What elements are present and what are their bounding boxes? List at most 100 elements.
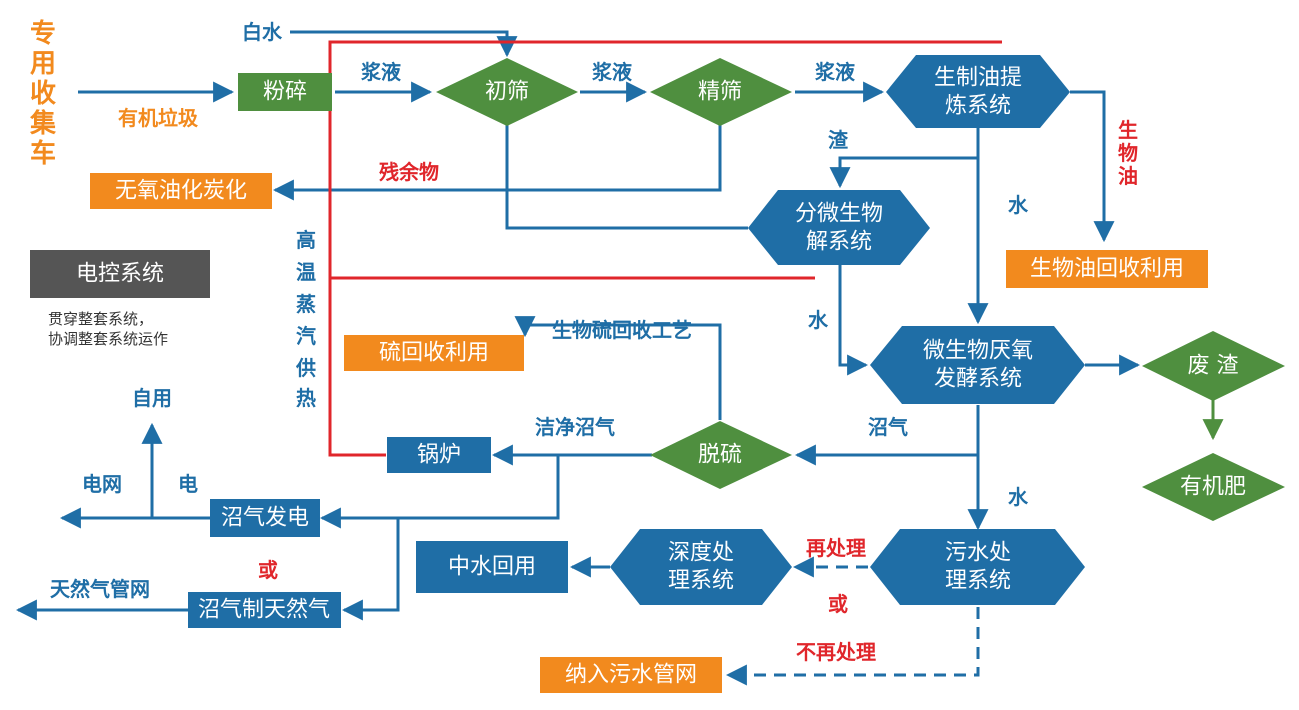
dashed-flow-lines <box>725 556 980 686</box>
svg-text:收: 收 <box>30 79 56 109</box>
svg-text:发酵系统: 发酵系统 <box>934 367 1022 392</box>
svg-text:微生物厌氧: 微生物厌氧 <box>923 339 1033 364</box>
boiler-node: 锅炉 <box>387 437 491 473</box>
label-slurry-2: 浆液 <box>591 60 633 84</box>
carbonization-node: 无氧油化炭化 <box>90 173 272 209</box>
svg-text:污水处: 污水处 <box>945 541 1011 566</box>
label-self-use: 自用 <box>132 386 172 410</box>
decomposition-node: 分微生物 解系统 <box>748 190 930 265</box>
svg-text:理系统: 理系统 <box>945 569 1011 594</box>
flow-oil-to-biooil <box>1070 90 1115 243</box>
label-residue-material: 残余物 <box>379 160 439 184</box>
flow-residue-to-carbonization <box>272 125 722 201</box>
svg-text:硫回收利用: 硫回收利用 <box>379 341 489 366</box>
label-no-retreatment: 不再处理 <box>796 640 876 664</box>
oil-extraction-node: 生制油提 炼系统 <box>886 55 1070 128</box>
svg-text:炼系统: 炼系统 <box>945 94 1011 119</box>
label-clean-biogas: 洁净沼气 <box>535 415 615 439</box>
flow-biogas-to-power <box>319 455 560 529</box>
label-residue: 渣 <box>828 128 849 152</box>
svg-text:用: 用 <box>30 49 56 79</box>
svg-text:沼气发电: 沼气发电 <box>221 506 309 531</box>
desulfurization-node: 脱硫 <box>650 421 792 489</box>
label-water-3: 水 <box>1008 485 1029 509</box>
svg-text:高: 高 <box>296 228 316 252</box>
flow-sewage-to-network <box>725 607 980 686</box>
flow-decomposition-to-fermentation <box>838 265 869 376</box>
svg-text:物: 物 <box>1118 141 1138 165</box>
label-natural-gas-network: 天然气管网 <box>50 577 150 601</box>
svg-text:温: 温 <box>296 260 316 284</box>
label-organic-waste: 有机垃圾 <box>118 106 199 130</box>
svg-text:精筛: 精筛 <box>698 80 742 105</box>
waste-residue-node: 废 渣 <box>1142 331 1285 401</box>
sulfur-recycling-node: 硫回收利用 <box>344 335 524 371</box>
control-note-line1: 贯穿整套系统， <box>48 310 153 328</box>
svg-text:初筛: 初筛 <box>485 80 529 105</box>
svg-text:车: 车 <box>30 138 56 169</box>
flow-desulfurization-to-sulfur <box>514 316 722 420</box>
label-bio-sulfur-process: 生物硫回收工艺 <box>552 318 692 342</box>
label-high-temp-steam: 高 温 蒸 汽 供 热 <box>295 228 316 410</box>
flow-primary-to-decomposition <box>505 125 748 230</box>
sewer-network-node: 纳入污水管网 <box>540 657 722 693</box>
svg-text:分微生物: 分微生物 <box>795 202 883 227</box>
flow-biogas-to-natural-gas <box>341 518 400 621</box>
label-biogas: 沼气 <box>868 415 908 439</box>
flow-lines <box>15 30 1141 621</box>
svg-text:无氧油化炭化: 无氧油化炭化 <box>115 179 247 204</box>
label-electricity: 电 <box>178 472 198 496</box>
svg-text:汽: 汽 <box>296 324 316 348</box>
svg-text:深度处: 深度处 <box>668 541 734 566</box>
svg-text:电控系统: 电控系统 <box>76 262 164 287</box>
crushing-node: 粉碎 <box>238 73 332 111</box>
reclaimed-water-node: 中水回用 <box>416 541 568 593</box>
svg-text:油: 油 <box>1118 164 1138 188</box>
label-white-water: 白水 <box>242 20 283 44</box>
flow-white-water <box>290 30 518 58</box>
svg-text:脱硫: 脱硫 <box>698 443 742 468</box>
steam-lines <box>328 40 1002 457</box>
svg-text:生物油回收利用: 生物油回收利用 <box>1030 257 1184 282</box>
fine-screen-node: 精筛 <box>650 58 792 126</box>
label-or-2: 或 <box>828 592 848 616</box>
svg-text:废 渣: 废 渣 <box>1188 354 1239 379</box>
steam-line-main <box>328 40 1002 457</box>
svg-text:供: 供 <box>295 356 316 380</box>
collection-truck-label: 专 用 收 集 车 <box>29 19 57 169</box>
natural-gas-node: 沼气制天然气 <box>188 592 341 628</box>
svg-text:专: 专 <box>30 19 56 49</box>
organic-fertilizer-node: 有机肥 <box>1142 453 1285 521</box>
svg-text:集: 集 <box>29 108 57 139</box>
svg-text:中水回用: 中水回用 <box>448 555 536 580</box>
svg-text:蒸: 蒸 <box>296 292 316 316</box>
label-slurry-3: 浆液 <box>814 60 856 84</box>
sewage-treatment-node: 污水处 理系统 <box>870 529 1085 605</box>
label-retreatment: 再处理 <box>806 536 866 560</box>
svg-text:锅炉: 锅炉 <box>417 443 461 468</box>
biooil-recycling-node: 生物油回收利用 <box>1006 250 1208 288</box>
svg-text:解系统: 解系统 <box>806 230 872 255</box>
svg-text:粉碎: 粉碎 <box>263 80 307 105</box>
label-or-1: 或 <box>258 558 278 582</box>
control-system-node: 电控系统 <box>30 250 210 298</box>
primary-screen-node: 初筛 <box>436 58 578 126</box>
fermentation-node: 微生物厌氧 发酵系统 <box>870 326 1085 404</box>
label-slurry-1: 浆液 <box>360 60 402 84</box>
flow-oil-residue-to-decomposition <box>829 127 980 189</box>
svg-text:理系统: 理系统 <box>668 569 734 594</box>
svg-text:纳入污水管网: 纳入污水管网 <box>565 663 697 688</box>
svg-text:沼气制天然气: 沼气制天然气 <box>198 598 330 623</box>
svg-text:热: 热 <box>296 386 316 410</box>
label-power-grid: 电网 <box>82 472 122 496</box>
biogas-power-node: 沼气发电 <box>210 499 320 537</box>
control-note-line2: 协调整套系统运作 <box>48 330 168 348</box>
svg-text:生制油提: 生制油提 <box>934 66 1022 91</box>
svg-text:有机肥: 有机肥 <box>1180 475 1246 500</box>
label-water-2: 水 <box>808 308 829 332</box>
label-biooil: 生 物 油 <box>1118 118 1138 188</box>
label-water-1: 水 <box>1008 193 1029 217</box>
svg-text:生: 生 <box>1118 118 1138 142</box>
